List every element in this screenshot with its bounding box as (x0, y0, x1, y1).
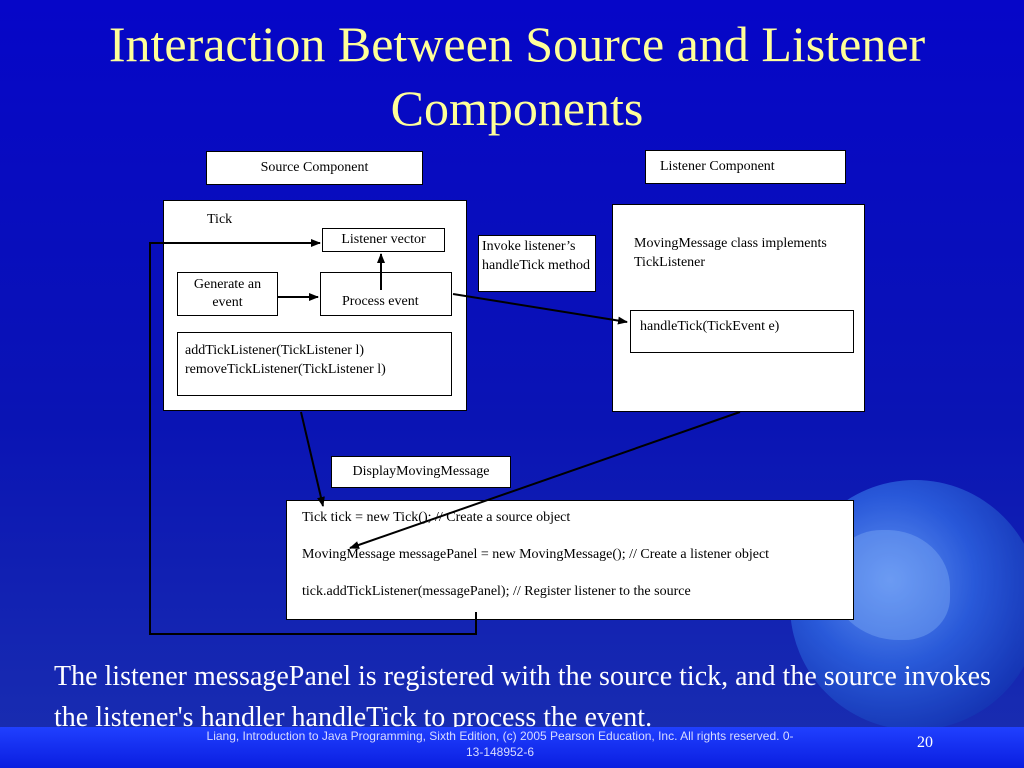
invoke-note: Invoke listener’s handleTick method (478, 235, 596, 292)
display-moving-message-label: DisplayMovingMessage (331, 456, 511, 488)
code-line-3: tick.addTickListener(messagePanel); // R… (302, 584, 691, 599)
handle-tick-box: handleTick(TickEvent e) (630, 310, 854, 353)
listener-to-code-arrow (349, 411, 741, 549)
source-to-code-arrow (300, 411, 325, 507)
tick-methods-box: addTickListener(TickListener l) removeTi… (177, 332, 452, 396)
add-listener-method: addTickListener(TickListener l) (185, 343, 364, 358)
footer-bar (0, 727, 1024, 768)
source-component-header: Source Component (206, 151, 423, 185)
slide-caption: The listener messagePanel is registered … (54, 661, 991, 733)
registration-loop-line (149, 239, 477, 635)
listener-component-box (612, 204, 865, 412)
moving-message-class-desc: MovingMessage class implements TickListe… (634, 236, 827, 270)
invoke-handler-arrow (452, 293, 628, 325)
process-event-box: Process event (320, 272, 452, 316)
remove-listener-method: removeTickListener(TickListener l) (185, 362, 386, 377)
slide-title: Interaction Between Source and Listener … (108, 16, 926, 136)
code-line-2: MovingMessage messagePanel = new MovingM… (302, 547, 770, 562)
tick-label: Tick (207, 212, 233, 227)
listener-vector-box: Listener vector (322, 228, 445, 252)
code-box (286, 500, 854, 620)
footer-credit: Liang, Introduction to Java Programming,… (206, 729, 794, 759)
listener-component-header: Listener Component (645, 150, 846, 184)
generate-event-box: Generate an event (177, 272, 278, 316)
page-number: 20 (917, 734, 933, 751)
